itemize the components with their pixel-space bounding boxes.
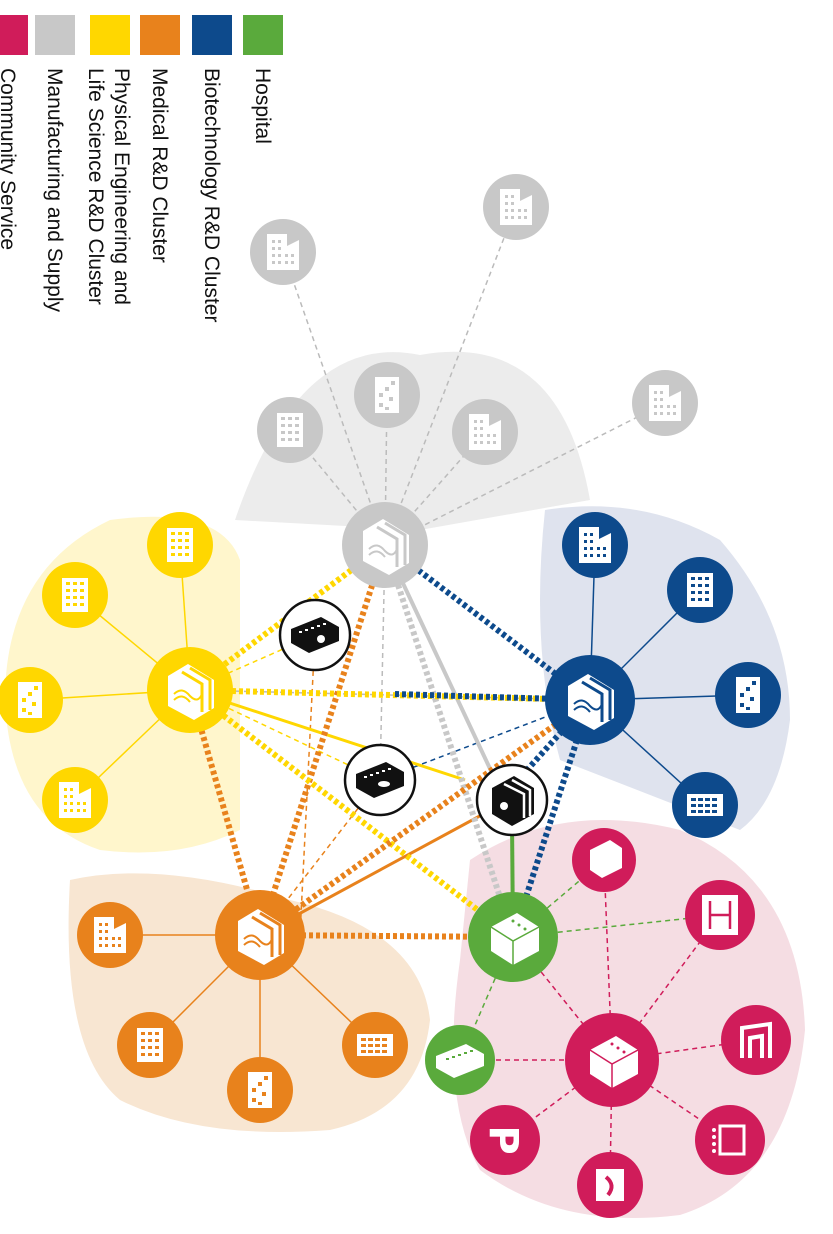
office-building-icon [687,794,723,816]
manufacturing-node [354,362,420,428]
physical-node [0,667,63,733]
legend-label-hospital: Hospital [251,68,274,144]
medical-node [342,1012,408,1078]
tower-building-icon [248,1072,272,1108]
retail-icon [596,1169,624,1201]
link [379,699,591,781]
biotech-node [667,557,733,623]
legend: Hospital Biotechnology R&D Cluster Medical… [0,15,283,322]
legend-label-community: Community Service [0,68,19,250]
community-node [695,1105,765,1175]
parking-icon: P [480,1125,526,1154]
tower-building-icon [375,377,399,413]
hospital-node [425,1025,495,1095]
link [383,544,502,791]
community-hub-node [565,1013,659,1107]
legend-label-physical: Physical Engineering and [110,68,133,305]
link [382,544,516,938]
legend-swatch-biotech [192,15,232,55]
manufacturing-node [483,174,549,240]
link [258,697,592,938]
office-building-icon [62,578,88,612]
medical-node [77,902,143,968]
legend-label-biotech: Biotechnology R&D Cluster [200,68,223,322]
shared-facility-node [278,598,352,672]
manufacturing-node [452,399,518,465]
physical-hub-node [147,647,233,733]
tower-building-icon [18,682,42,718]
medical-hub-node [215,890,305,980]
community-node [685,880,755,950]
legend-swatch-community [0,15,28,55]
hospital-wing-icon [436,1044,484,1078]
gym-icon [740,1021,772,1058]
shared-facility-icon [291,617,339,653]
legend-swatch-hospital [243,15,283,55]
legend-label-manufacturing: Manufacturing and Supply [43,68,66,312]
community-node [577,1152,643,1218]
legend-swatch-physical [90,15,130,55]
link [603,859,613,1061]
tower-building-icon [736,677,760,713]
physical-node [147,512,213,578]
legend-label-physical: Life Science R&D Cluster [84,68,107,305]
link [189,688,466,782]
office-building-icon [277,413,303,447]
manufacturing-node [257,397,323,463]
shared-facility-icon [356,762,404,798]
ramp-icon [702,895,738,935]
office-building-icon [357,1034,393,1056]
physical-node [42,767,108,833]
retail-icon [590,840,622,878]
theater-icon [712,1124,746,1156]
link [282,251,386,546]
biotech-node [672,772,738,838]
nodes: P [0,174,791,1218]
shared-facility-node [343,743,417,817]
community-node [572,828,636,892]
physical-node [42,562,108,628]
biotech-node [562,512,628,578]
link [384,206,517,546]
manufacturing-hub-node [342,502,428,588]
link [189,687,591,703]
manufacturing-node [632,370,698,436]
shared-facility-icon [492,776,534,826]
manufacturing-node [250,219,316,285]
legend-swatch-manufacturing [35,15,75,55]
community-node: P [470,1105,540,1175]
link [257,544,388,936]
legend-swatch-medical [140,15,180,55]
office-building-icon [687,573,713,607]
link [384,402,666,546]
legend-label-medical: Medical R&D Cluster [148,68,171,263]
hospital-hub-node [468,892,558,982]
link [289,429,386,546]
medical-node [117,1012,183,1078]
shared-facility-node [475,763,549,837]
biotech-node [715,662,781,728]
link [188,687,515,940]
medical-node [227,1057,293,1123]
link [384,394,388,546]
link [259,803,501,937]
biotech-hub-node [545,655,635,745]
office-building-icon [137,1028,163,1062]
community-node [721,1005,791,1075]
office-building-icon [167,528,193,562]
link [384,431,486,546]
